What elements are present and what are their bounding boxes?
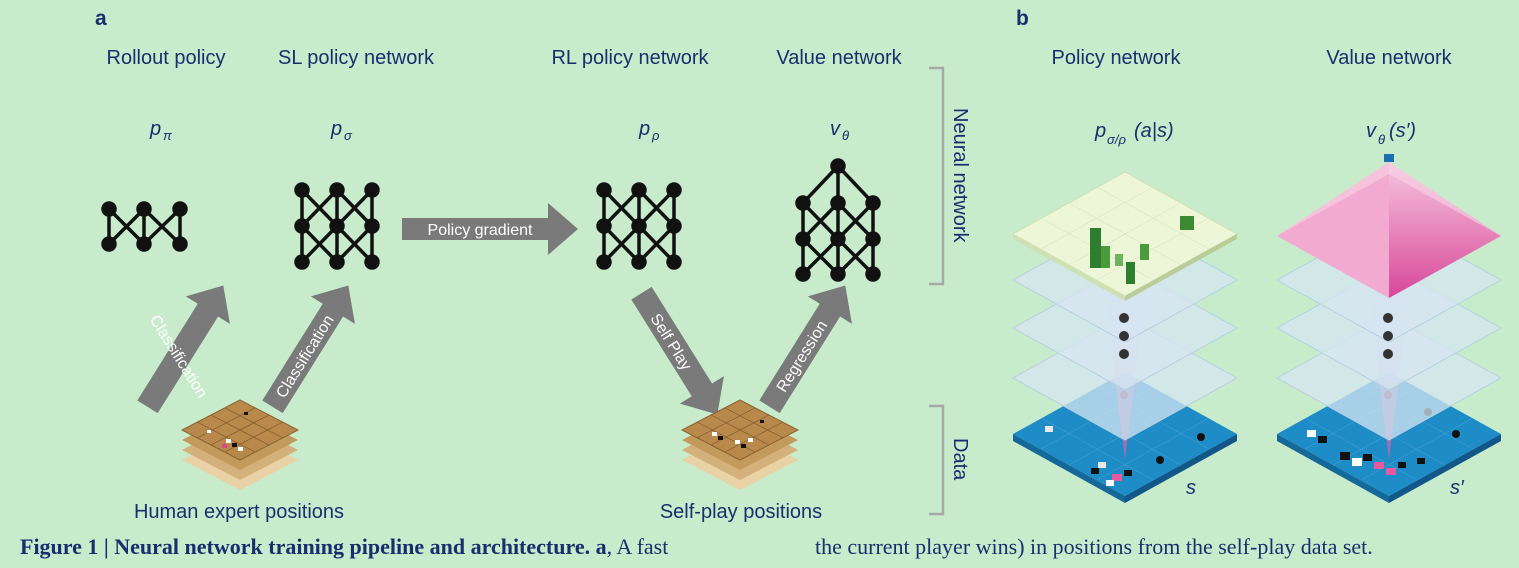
svg-text:θ: θ — [842, 128, 849, 143]
rl-network-icon — [596, 182, 682, 270]
svg-text:p: p — [149, 118, 161, 140]
caption-bold: Figure 1 | Neural network training pipel… — [20, 534, 591, 559]
caption-left-rest: , A fast — [606, 534, 669, 559]
policy-network-stack — [1011, 171, 1239, 503]
human-expert-positions-label: Human expert positions — [134, 501, 344, 523]
rl-symbol: p ρ — [638, 118, 660, 143]
caption-bold-a: a — [595, 534, 607, 559]
svg-text:ρ: ρ — [651, 128, 660, 143]
svg-text:p: p — [638, 118, 650, 140]
value-input-label: s′ — [1450, 477, 1465, 499]
svg-text:p: p — [330, 118, 342, 140]
svg-text:σ: σ — [344, 128, 353, 143]
policy-input-label: s — [1186, 477, 1196, 499]
svg-text:θ: θ — [1378, 132, 1385, 147]
rl-policy-title: RL policy network — [551, 47, 709, 69]
regression-arrow: Regression — [759, 285, 852, 414]
panel-label-a: a — [95, 7, 107, 30]
human-expert-board — [180, 399, 300, 490]
data-bracket — [929, 404, 945, 516]
svg-text:π: π — [163, 128, 172, 143]
data-bracket-label: Data — [949, 438, 971, 481]
svg-text:v: v — [830, 118, 841, 140]
svg-text:Regression: Regression — [774, 318, 831, 396]
sl-policy-title: SL policy network — [278, 47, 435, 69]
panel-b-value-title: Value network — [1326, 47, 1452, 69]
policy-gradient-arrow: Policy gradient — [402, 203, 578, 255]
classification-arrow-right: Classification — [262, 285, 355, 414]
panel-label-b: b — [1016, 7, 1029, 30]
svg-text:(s′): (s′) — [1389, 120, 1416, 142]
svg-text:Classification: Classification — [273, 312, 337, 401]
svg-text:p: p — [1094, 120, 1106, 142]
self-play-board — [680, 399, 800, 490]
rollout-network-icon — [101, 201, 188, 252]
svg-text:v: v — [1366, 120, 1377, 142]
self-play-arrow: Self Play — [631, 286, 724, 415]
panel-b-policy-title: Policy network — [1052, 47, 1182, 69]
value-network-title: Value network — [776, 47, 902, 69]
svg-text:(a|s): (a|s) — [1134, 120, 1174, 142]
policy-output-formula: p σ/ρ (a|s) — [1094, 120, 1174, 147]
sl-symbol: p σ — [330, 118, 353, 143]
value-network-icon — [795, 158, 881, 282]
value-symbol: v θ — [830, 118, 849, 143]
svg-text:σ/ρ: σ/ρ — [1107, 132, 1126, 147]
neural-network-bracket — [929, 66, 945, 286]
figure-caption-left: Figure 1 | Neural network training pipel… — [20, 534, 668, 560]
rollout-policy-title: Rollout policy — [107, 47, 226, 69]
sl-network-icon — [294, 182, 380, 270]
self-play-positions-label: Self-play positions — [660, 501, 822, 523]
policy-gradient-label: Policy gradient — [428, 222, 534, 239]
neural-network-bracket-label: Neural network — [949, 108, 971, 244]
value-output-formula: v θ (s′) — [1366, 120, 1416, 147]
value-network-stack — [1275, 154, 1503, 503]
rollout-symbol: p π — [149, 118, 172, 143]
figure-caption-right: the current player wins) in positions fr… — [815, 534, 1373, 559]
